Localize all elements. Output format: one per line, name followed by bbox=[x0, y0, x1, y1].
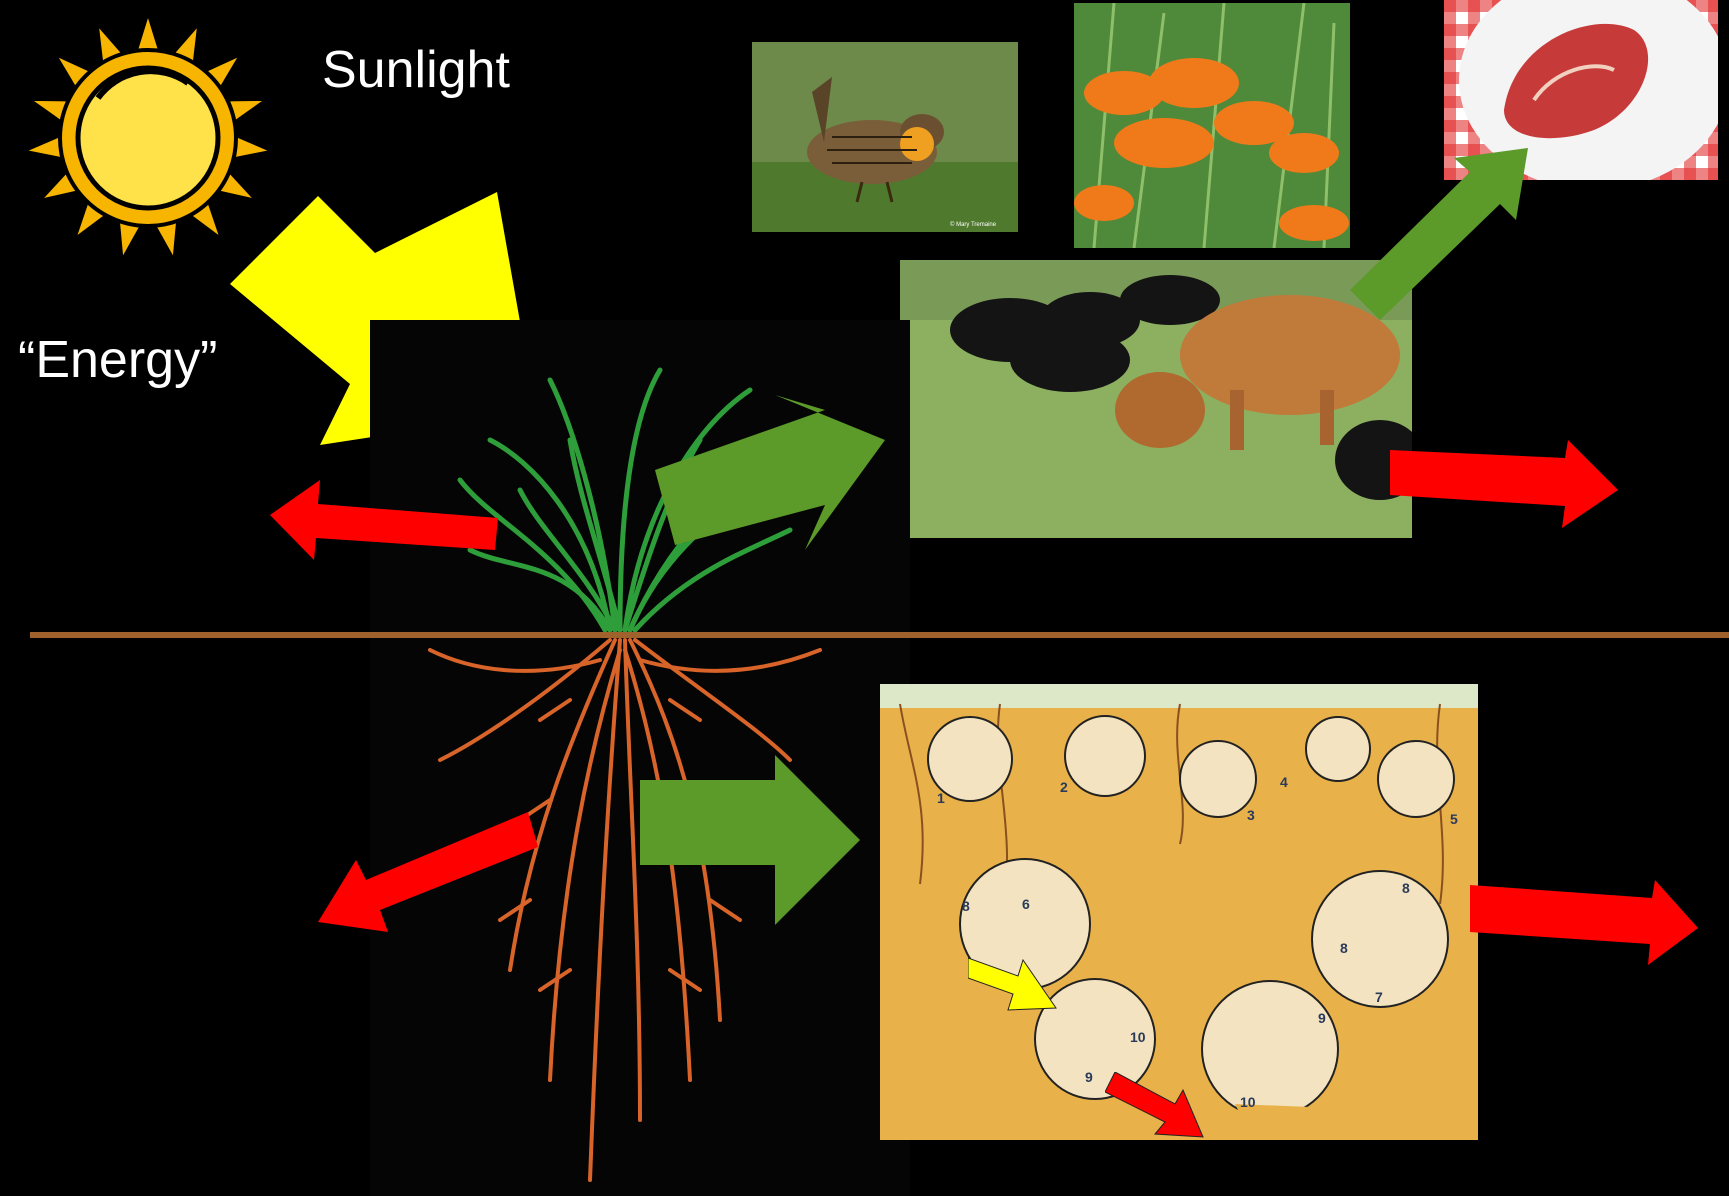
sunlight-label: Sunlight bbox=[322, 40, 510, 100]
soil-number-2: 2 bbox=[1060, 779, 1068, 795]
soil-number-3: 3 bbox=[1247, 807, 1255, 823]
soil-number-8b: 8 bbox=[1340, 940, 1348, 956]
soil-number-1: 1 bbox=[937, 790, 945, 806]
bird-photo-credit: © Mary Tremaine bbox=[950, 222, 996, 228]
soil-number-4: 4 bbox=[1280, 774, 1288, 790]
arrow-cattle-to-steak bbox=[1350, 140, 1530, 320]
flowers-photo bbox=[1074, 3, 1350, 248]
soil-number-8a: 8 bbox=[962, 898, 970, 914]
soil-number-7: 7 bbox=[1375, 989, 1383, 1005]
arrow-loss-soil bbox=[1470, 880, 1700, 970]
bird-photo bbox=[752, 42, 1018, 232]
soil-number-10a: 10 bbox=[1130, 1029, 1146, 1045]
arrow-loss-soil-small bbox=[1105, 1072, 1205, 1142]
soil-number-8c: 8 bbox=[1402, 880, 1410, 896]
arrow-loss-roots bbox=[318, 812, 538, 942]
soil-number-5: 5 bbox=[1450, 811, 1458, 827]
arrow-loss-grass bbox=[270, 480, 500, 560]
energy-label: “Energy” bbox=[18, 330, 217, 390]
cattle-photo bbox=[900, 260, 1412, 538]
soil-number-10b: 10 bbox=[1240, 1094, 1256, 1110]
soil-number-9a: 9 bbox=[1085, 1069, 1093, 1085]
arrow-soil-yellow bbox=[968, 948, 1058, 1018]
soil-number-6: 6 bbox=[1022, 896, 1030, 912]
arrow-roots-to-soil bbox=[635, 755, 865, 925]
arrow-grass-to-cattle bbox=[655, 385, 895, 555]
soil-number-9b: 9 bbox=[1318, 1010, 1326, 1026]
ground-line bbox=[30, 632, 1729, 638]
arrow-loss-cattle bbox=[1390, 440, 1620, 530]
